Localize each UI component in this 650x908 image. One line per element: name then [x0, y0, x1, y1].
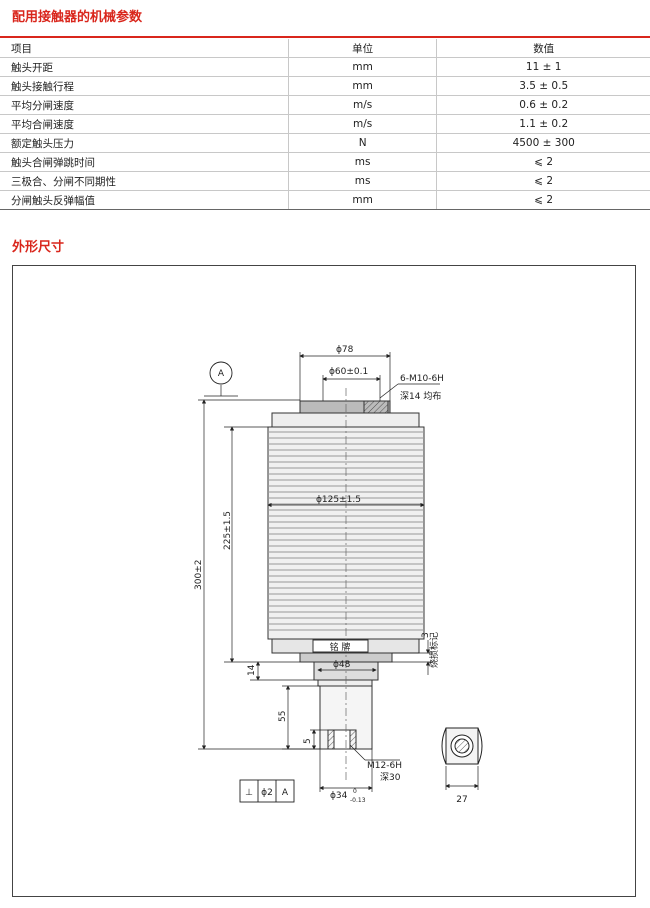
table-cell: mm: [287, 57, 437, 77]
table-cell: m/s: [287, 95, 437, 115]
section-title-mechanical-params: 配用接触器的机械参数: [12, 10, 143, 25]
section-title-dimensions: 外形尺寸: [12, 240, 65, 255]
dim-300: 300±2: [194, 560, 204, 590]
table-cell: ms: [287, 171, 437, 191]
table-cell: 0.6 ± 0.2: [436, 95, 650, 115]
table-cell: 平均分闸速度: [0, 95, 289, 115]
dim-34: ϕ34: [330, 791, 348, 801]
tol-value: ϕ2: [261, 788, 273, 798]
table-cell: ms: [287, 152, 437, 172]
table-cell: 触头合闸弹跳时间: [0, 152, 289, 172]
thread-bottom-depth: 深30: [380, 772, 401, 783]
drawing-frame: [12, 265, 636, 897]
thread-top: 6-M10-6H: [400, 374, 444, 384]
table-cell: 触头开距: [0, 57, 289, 77]
table-cell: ⩽ 2: [436, 171, 650, 191]
table-cell: N: [287, 133, 437, 153]
tol-datum: A: [282, 788, 289, 798]
dim-55: 55: [278, 711, 288, 722]
perpendicularity-frame: [239, 779, 295, 803]
dim-34-tol-top: 0: [353, 788, 357, 795]
title-divider: [0, 36, 650, 38]
table-cell: 11 ± 1: [436, 57, 650, 77]
table-cell: ⩽ 2: [436, 190, 650, 210]
dim-inner-dia: ϕ60±0.1: [329, 367, 368, 377]
vacuum-interrupter-body: [267, 388, 425, 780]
thread-bottom: M12-6H: [367, 761, 402, 771]
table-cell: mm: [287, 76, 437, 96]
dim-5: 5: [303, 738, 313, 744]
table-cell: 4500 ± 300: [436, 133, 650, 153]
table-header-cell: 项目: [0, 39, 289, 58]
table-cell: 1.1 ± 0.2: [436, 114, 650, 134]
table-cell: 额定触头压力: [0, 133, 289, 153]
table-cell: 3.5 ± 0.5: [436, 76, 650, 96]
datum-a-symbol: [209, 361, 233, 385]
table-cell: mm: [287, 190, 437, 210]
stem-end-view: [441, 727, 483, 790]
table-cell: 触头接触行程: [0, 76, 289, 96]
dim-14: 14: [247, 664, 257, 676]
dim-225: 225±1.5: [223, 511, 233, 550]
dim-34-tol-bottom: -0.13: [350, 797, 366, 804]
dim-48: ϕ48: [333, 660, 351, 670]
wear-mark-label: 烧损标记: [428, 632, 440, 668]
thread-top-depth: 深14 均布: [400, 390, 441, 402]
nameplate-label: 铭 牌: [330, 641, 351, 653]
tol-symbol: ⊥: [245, 788, 253, 798]
table-cell: 分闸触头反弹幅值: [0, 190, 289, 210]
dim-3: 3: [421, 632, 431, 638]
table-header-row: 项目单位数值: [0, 39, 650, 58]
table-cell: 三极合、分闸不同期性: [0, 171, 289, 191]
dim-body-dia: ϕ125±1.5: [316, 495, 361, 505]
table-cell: 平均合闸速度: [0, 114, 289, 134]
table-header-cell: 单位: [287, 39, 437, 58]
table-header-cell: 数值: [436, 39, 650, 58]
dim-top-dia: ϕ78: [336, 345, 354, 355]
table-cell: ⩽ 2: [436, 152, 650, 172]
table-cell: m/s: [287, 114, 437, 134]
datum-a-label: A: [218, 369, 225, 379]
dim-27: 27: [456, 795, 467, 805]
